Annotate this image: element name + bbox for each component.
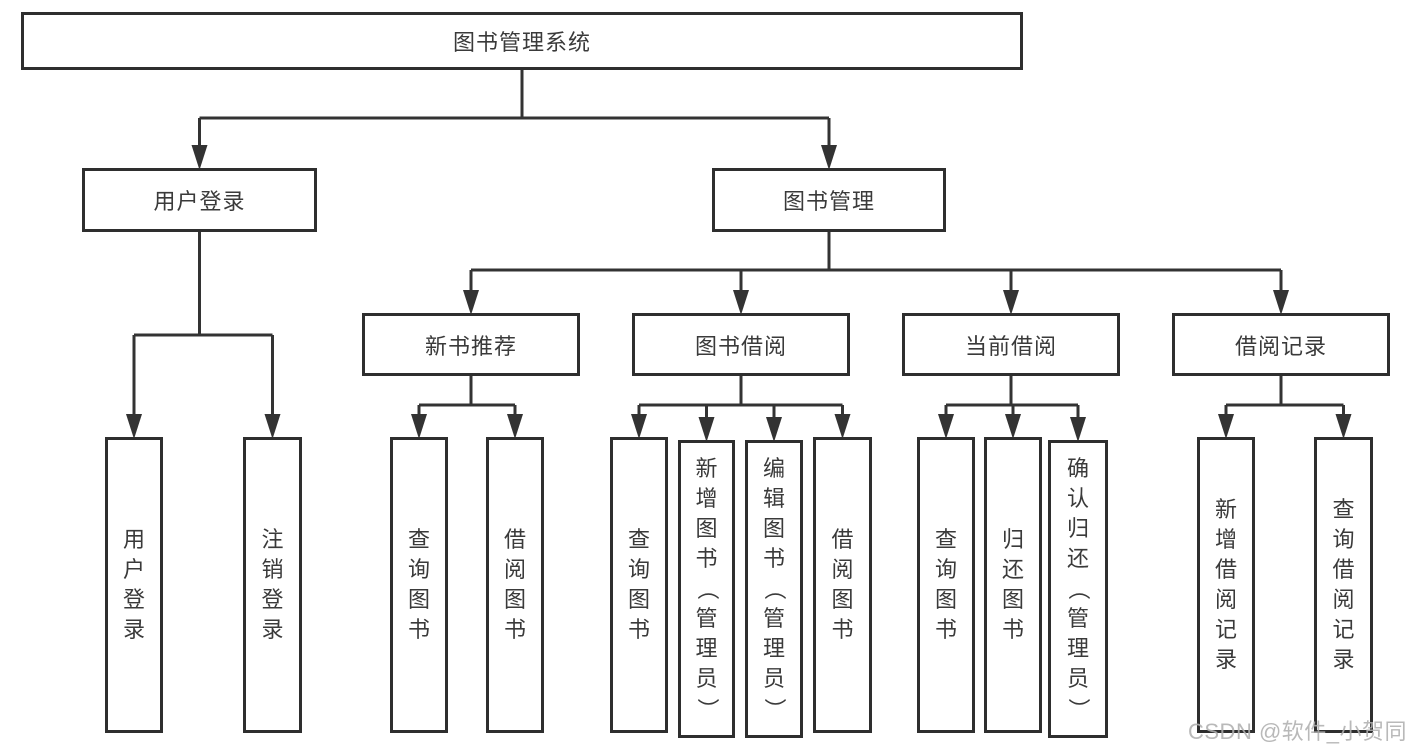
node-label: 借阅图书 <box>503 527 526 642</box>
node-label: 新增借阅记录 <box>1214 497 1237 672</box>
node-label: 归还图书 <box>1001 527 1024 642</box>
leaf-edit-books-admin: 编辑图书（管理员） <box>745 440 803 738</box>
node-label: 新书推荐 <box>424 333 517 359</box>
node-label: 查询借阅记录 <box>1332 497 1355 672</box>
node-label: 用户登录 <box>122 527 145 642</box>
leaf-return-books: 归还图书 <box>984 437 1042 733</box>
node-label: 查询图书 <box>407 527 430 642</box>
node-label: 借阅记录 <box>1234 333 1327 359</box>
node-library-management-system: 图书管理系统 <box>21 12 1023 70</box>
node-borrowing-records: 借阅记录 <box>1172 313 1390 376</box>
node-label: 查询图书 <box>934 527 957 642</box>
leaf-query-books-1: 查询图书 <box>390 437 448 733</box>
node-label: 图书管理系统 <box>452 30 591 55</box>
node-label: 当前借阅 <box>964 333 1057 359</box>
node-label: 确认归还（管理员） <box>1066 456 1091 720</box>
leaf-logout: 注销登录 <box>243 437 302 733</box>
node-new-book-recommend: 新书推荐 <box>362 313 580 376</box>
node-label: 图书借阅 <box>694 333 787 359</box>
node-label: 新增图书（管理员） <box>694 456 720 720</box>
leaf-query-books-2: 查询图书 <box>610 437 668 733</box>
leaf-query-borrow-record: 查询借阅记录 <box>1314 437 1373 733</box>
node-book-management: 图书管理 <box>712 168 946 232</box>
node-label: 用户登录 <box>153 189 246 214</box>
node-label: 借阅图书 <box>831 527 854 642</box>
leaf-borrow-books-2: 借阅图书 <box>813 437 872 733</box>
leaf-borrow-books-1: 借阅图书 <box>486 437 544 733</box>
leaf-user-login: 用户登录 <box>105 437 163 733</box>
node-label: 查询图书 <box>627 527 650 642</box>
node-label: 图书管理 <box>782 189 875 214</box>
node-current-borrowing: 当前借阅 <box>902 313 1120 376</box>
node-user-login: 用户登录 <box>82 168 317 232</box>
node-book-borrowing: 图书借阅 <box>632 313 850 376</box>
csdn-watermark: CSDN @软件_小贺同学 <box>1188 719 1405 744</box>
node-label: 编辑图书（管理员） <box>762 456 787 720</box>
node-label: 注销登录 <box>261 527 284 642</box>
leaf-confirm-return-admin: 确认归还（管理员） <box>1048 440 1108 738</box>
leaf-query-books-3: 查询图书 <box>917 437 975 733</box>
leaf-add-books-admin: 新增图书（管理员） <box>678 440 735 738</box>
leaf-add-borrow-record: 新增借阅记录 <box>1197 437 1255 733</box>
